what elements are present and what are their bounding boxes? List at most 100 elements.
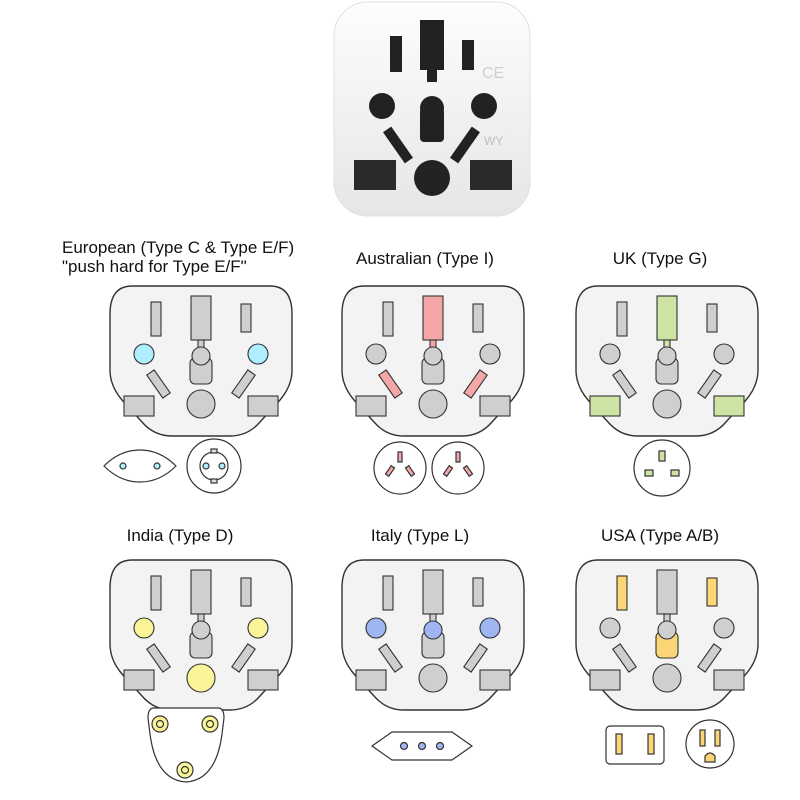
photo-earth-hole: [414, 160, 450, 196]
top-left-slot: [616, 575, 628, 611]
photo-slot-right: [462, 40, 474, 70]
photo-bottom-left: [354, 160, 396, 190]
socket-diagram-usa: [575, 559, 759, 711]
diag-left: [146, 369, 171, 399]
top-right-slot: [472, 577, 484, 607]
bottom-center: [186, 389, 216, 419]
top-right-slot: [706, 303, 718, 333]
plug-type-ef-pin-right: [218, 462, 226, 470]
hole-left: [365, 617, 387, 639]
bottom-left: [589, 395, 621, 417]
diag-left: [612, 369, 637, 399]
keyhole-top: [423, 620, 443, 640]
bottom-right: [247, 395, 279, 417]
plug-type-c-outline: [103, 449, 177, 483]
plug-australian: [373, 441, 485, 495]
center-top-slot: [422, 295, 444, 341]
plug-type-ef-outline: [186, 438, 242, 494]
title-european: European (Type C & Type E/F) "push hard …: [62, 238, 295, 276]
plug-type-d-pin-center-3: [180, 765, 190, 775]
diag-left: [378, 369, 403, 399]
socket-diagram-european: [109, 285, 293, 437]
plug-uk: [633, 439, 691, 497]
title-india: India (Type D): [126, 526, 234, 545]
bottom-center: [418, 663, 448, 693]
plug-type-i-pin-right: [462, 464, 474, 478]
diag-right: [231, 369, 256, 399]
hole-left: [133, 343, 155, 365]
panels-layer: [103, 285, 759, 783]
plug-type-ef-clip-top: [210, 448, 218, 454]
socket-diagram-uk: [575, 285, 759, 437]
plug-type-a-outline: [605, 725, 665, 765]
plug-type-b-pin-left: [699, 729, 706, 747]
hole-right: [247, 343, 269, 365]
bottom-center: [652, 389, 682, 419]
plug-type-l-pin-1: [399, 741, 409, 751]
top-left-slot: [150, 575, 162, 611]
plug-type-i-pin-left: [384, 464, 396, 478]
plug-type-g-pin-left: [644, 469, 654, 477]
plug-type-i-pin-left: [442, 464, 454, 478]
photo-mark-ce: CE: [482, 65, 504, 82]
hole-left: [599, 617, 621, 639]
plug-type-g-earth-pin: [658, 450, 666, 462]
plug-type-i-1: [373, 441, 427, 495]
plug-type-d-pin-3: [176, 761, 194, 779]
hole-right: [713, 617, 735, 639]
diag-left: [378, 643, 403, 673]
diag-right: [697, 643, 722, 673]
plug-type-d-pin-2: [201, 715, 219, 733]
plug-type-d-pin-center-2: [205, 719, 215, 729]
plug-type-d-pin-1: [151, 715, 169, 733]
plug-type-g-pin-right: [670, 469, 680, 477]
hole-left: [365, 343, 387, 365]
bottom-left: [355, 395, 387, 417]
bottom-right: [247, 669, 279, 691]
bottom-center: [418, 389, 448, 419]
keyhole-top: [423, 346, 443, 366]
socket-diagram-india: [109, 559, 293, 711]
hole-left: [599, 343, 621, 365]
plug-type-i-pin-right: [404, 464, 416, 478]
hole-right: [247, 617, 269, 639]
socket-diagram-italy: [341, 559, 525, 711]
plug-type-b-pin-right: [714, 729, 721, 747]
plug-italy: [370, 731, 474, 761]
top-left-slot: [616, 301, 628, 337]
top-left-slot: [150, 301, 162, 337]
top-right-slot: [240, 303, 252, 333]
plug-type-i-2: [431, 441, 485, 495]
bottom-center: [186, 663, 216, 693]
top-right-slot: [472, 303, 484, 333]
hole-right: [713, 343, 735, 365]
top-left-slot: [382, 575, 394, 611]
photo-hole-left: [369, 93, 395, 119]
plug-type-a-pin-right: [647, 733, 655, 755]
diag-right: [697, 369, 722, 399]
plug-type-l-pin-2: [417, 741, 427, 751]
plug-type-i-earth-pin: [455, 451, 461, 463]
top-left-slot: [382, 301, 394, 337]
keyhole-top: [657, 346, 677, 366]
photo-mark-wy: WY: [484, 134, 503, 148]
plug-type-g-outline: [633, 439, 691, 497]
photo-slot-left: [390, 36, 402, 72]
hole-right: [479, 617, 501, 639]
bottom-right: [713, 395, 745, 417]
photo-hole-right: [471, 93, 497, 119]
bottom-left: [355, 669, 387, 691]
plug-india: [147, 707, 225, 783]
photo-diag-left: [383, 126, 413, 164]
plug-type-i-outline: [373, 441, 427, 495]
diag-right: [463, 643, 488, 673]
bottom-left: [123, 669, 155, 691]
center-top-slot: [656, 295, 678, 341]
center-top-slot: [190, 295, 212, 341]
plug-type-i-outline: [431, 441, 485, 495]
bottom-right: [479, 669, 511, 691]
center-top-slot: [422, 569, 444, 615]
center-top-slot: [656, 569, 678, 615]
plug-type-a-pin-left: [615, 733, 623, 755]
